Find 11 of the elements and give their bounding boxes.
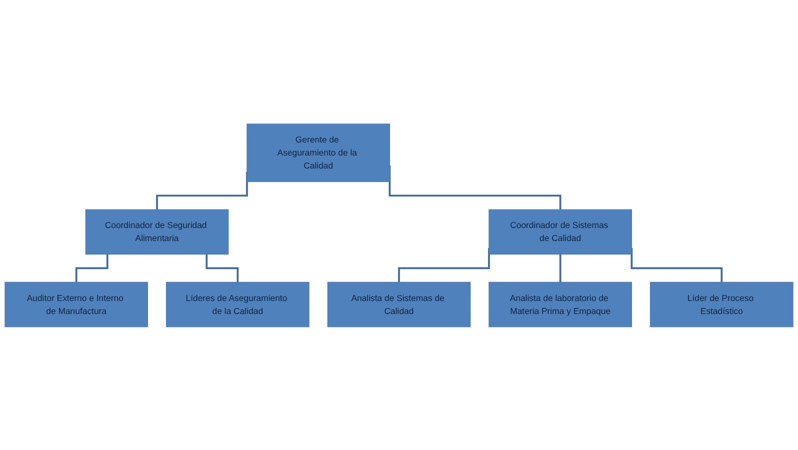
node-box: Analista de Sistemas de Calidad	[327, 281, 471, 327]
node-box: Líderes de Aseguramiento de la Calidad	[166, 281, 310, 327]
connector	[206, 254, 239, 283]
node-box: Líder de Proceso Estadístico	[650, 281, 794, 327]
connector	[559, 254, 562, 283]
node-box: Coordinador de Sistemas de Calidad	[488, 208, 632, 254]
connector	[75, 254, 108, 283]
node-box: Gerente de Aseguramiento de la Calidad	[246, 123, 390, 182]
node-box: Analista de laboratorio de Materia Prima y Empaque	[488, 281, 632, 327]
node-box: Coordinador de Seguridad Alimentaria	[85, 208, 229, 254]
node-box: Auditor Externo e Interno de Manufactura	[4, 281, 148, 327]
